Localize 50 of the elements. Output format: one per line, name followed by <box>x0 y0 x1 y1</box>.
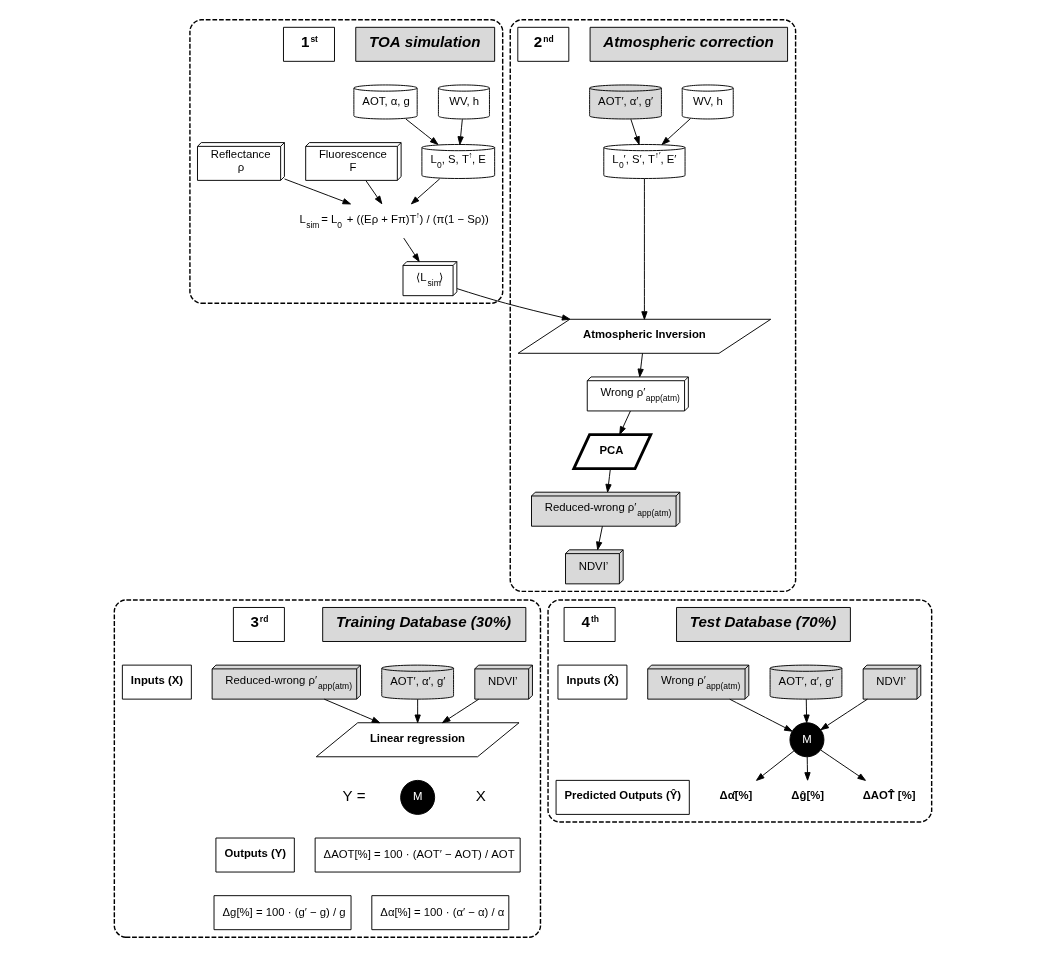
node-box: Δα[%] = 100 · (α′ − α) / α <box>371 895 510 931</box>
arrow <box>756 750 795 781</box>
cluster <box>509 19 797 593</box>
node-label: X <box>475 786 486 804</box>
node-circle: M <box>400 779 436 815</box>
node-text: L$_{sim}$ = L$_{0}$ + ((Eρ + Fπ)T$^{↑}$) / (π(1 − Sρ)) <box>299 210 489 230</box>
node-box: Atmospheric correction <box>589 26 789 62</box>
arrow <box>637 352 644 378</box>
node-text: ΔAOT̂ [%] <box>862 789 916 802</box>
arrow <box>457 118 464 145</box>
arrow <box>405 118 439 145</box>
node-box: 1$^{st}$ <box>283 26 335 62</box>
node-box: TOA simulation <box>355 26 496 62</box>
node-box: Test Database (70%) <box>676 607 851 642</box>
node-label: Y = <box>342 786 366 804</box>
arrow <box>804 756 811 781</box>
node-box: Predicted Outputs (Ŷ) <box>555 779 690 815</box>
arrow <box>729 698 793 732</box>
cluster <box>113 599 542 938</box>
node-text: Δα̂[%] <box>719 789 753 802</box>
arrow <box>619 410 631 435</box>
arrow <box>410 178 441 205</box>
cluster <box>189 19 504 304</box>
arrow <box>820 749 866 781</box>
cluster <box>547 599 933 823</box>
node-circle: M <box>789 722 825 758</box>
node-box: Inputs (X) <box>121 664 192 700</box>
arrow <box>403 237 420 262</box>
node-box: Training Database (30%) <box>322 607 527 642</box>
node-box: 4$^{th}$ <box>563 607 616 642</box>
node-box: ΔAOT[%] = 100 · (AOT′ − AOT) / AOT <box>314 837 521 873</box>
arrow <box>820 698 868 731</box>
arrow <box>630 118 640 145</box>
arrow <box>456 288 571 321</box>
node-text: Δĝ[%] <box>791 789 825 802</box>
arrow <box>605 468 612 493</box>
node-box: 2$^{nd}$ <box>517 26 570 62</box>
node-box: Outputs (Y) <box>215 837 295 873</box>
node-box: Inputs (X̂) <box>557 664 628 700</box>
arrow <box>661 118 691 145</box>
node-box: 3$^{rd}$ <box>232 607 285 642</box>
arrow <box>596 525 603 551</box>
arrow <box>803 698 810 723</box>
arrow <box>365 180 383 205</box>
node-box: Δg[%] = 100 · (g′ − g) / g <box>213 895 352 931</box>
arrow <box>641 178 648 320</box>
arrow <box>284 178 351 205</box>
arrow <box>323 698 381 724</box>
arrow <box>414 698 421 723</box>
arrow <box>442 698 480 724</box>
